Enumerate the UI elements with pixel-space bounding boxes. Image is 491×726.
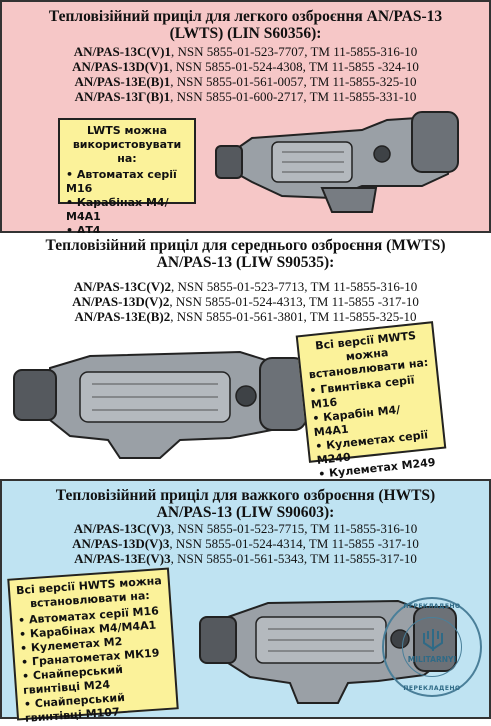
model-details: , NSN 5855-01-524-4308, TM 11-5855 -324-… [169,59,419,74]
model-details: , NSN 5855-01-561-5343, TM 11-5855-317-1… [170,551,417,566]
model-name: AN/PAS-13D(V)2 [72,294,170,309]
model-details: , NSN 5855-01-600-2717, TM 11-5855-331-1… [170,89,417,104]
mwts-compat-note: Всі версії MWTS можна встановлювати на: … [295,321,447,480]
stamp-brand-name: MILITARNYI [407,655,457,664]
hwts-title-line2: AN/PAS-13 (LIW S90603): [156,504,335,521]
stamp-inner-ring [402,617,462,677]
model-name: AN/PAS-13E(B)1 [74,74,171,89]
model-details: , NSN 5855-01-523-7715, TM 11-5855-316-1… [170,521,418,536]
hwts-nsn-list: AN/PAS-13C(V)3, NSN 5855-01-523-7715, TM… [2,521,489,566]
hwts-title-line1: Тепловізійний приціл для важкого озброєн… [55,487,436,504]
model-name: AN/PAS-13D(V)1 [72,59,170,74]
model-name: AN/PAS-13D(V)3 [72,536,170,551]
lwts-title: Тепловізійний приціл для легкого озброєн… [2,8,489,42]
mwts-title: Тепловізійний приціл для середнього озбр… [0,237,491,271]
mwts-title-line1: Тепловізійний приціл для середнього озбр… [45,237,446,254]
note-item: Карабінах М4/М4А1 [66,196,188,224]
lwts-nsn-list: AN/PAS-13C(V)1, NSN 5855-01-523-7707, TM… [2,44,489,104]
mwts-section: Тепловізійний приціл для середнього озбр… [0,233,491,480]
nsn-item: AN/PAS-13E(B)1, NSN 5855-01-561-0057, TM… [2,74,489,89]
lwts-section: Тепловізійний приціл для легкого озброєн… [0,0,491,237]
mwts-scope-illustration [13,350,307,459]
model-details: , NSN 5855-01-523-7707, TM 11-5855-316-1… [170,44,418,59]
nsn-item: AN/PAS-13C(V)2, NSN 5855-01-523-7713, TM… [0,279,491,294]
nsn-item: AN/PAS-13D(V)3, NSN 5855-01-524-4314, TM… [2,536,489,551]
model-details: , NSN 5855-01-561-3801, TM 11-5855-325-1… [170,309,417,324]
translation-stamp: ПЕРЕКЛАДЕНО MILITARNYI ПЕРЕКЛАДЕНО [382,597,482,697]
nsn-item: AN/PAS-13E(B)2, NSN 5855-01-561-3801, TM… [0,309,491,324]
nsn-item: AN/PAS-13D(V)1, NSN 5855-01-524-4308, TM… [2,59,489,74]
note-intro: LWTS можна використовувати на: [72,124,182,165]
mwts-title-line2: AN/PAS-13 (LIW S90535): [156,254,335,271]
model-name: AN/PAS-13E(B)2 [74,309,171,324]
trident-emblem-icon [423,629,443,651]
model-details: , NSN 5855-01-524-4314, TM 11-5855 -317-… [169,536,419,551]
hwts-compat-note: Всі версії HWTS можна встановлювати на: … [7,567,179,725]
lwts-scope-illustration [215,111,459,213]
model-name: AN/PAS-13C(V)2 [73,279,171,294]
lwts-compat-note: LWTS можна використовувати на: Автоматах… [58,118,196,237]
model-name: AN/PAS-13C(V)1 [73,44,171,59]
lwts-title-line2: (LWTS) (LIN S60356): [169,25,322,42]
note-item: Автоматах серії М16 [66,168,188,196]
note-list: Автоматах серії М16 Карабінах М4/М4А1 Ку… [18,604,171,726]
model-details: , NSN 5855-01-561-0057, TM 11-5855-325-1… [170,74,417,89]
model-name: AN/PAS-13Г(B)1 [74,89,171,104]
hwts-title: Тепловізійний приціл для важкого озброєн… [2,487,489,521]
lwts-title-line1: Тепловізійний приціл для легкого озброєн… [48,8,443,25]
model-details: , NSN 5855-01-523-7713, TM 11-5855-316-1… [170,279,418,294]
note-list: Гвинтівка серії М16 Карабін М4/М4А1 Куле… [309,372,441,482]
nsn-item: AN/PAS-13C(V)3, NSN 5855-01-523-7715, TM… [2,521,489,536]
hwts-section: Тепловізійний приціл для важкого озброєн… [0,479,491,725]
mwts-nsn-list: AN/PAS-13C(V)2, NSN 5855-01-523-7713, TM… [0,279,491,324]
nsn-item: AN/PAS-13Г(B)1, NSN 5855-01-600-2717, TM… [2,89,489,104]
stamp-ring-top-text: ПЕРЕКЛАДЕНО [403,603,461,610]
nsn-item: AN/PAS-13C(V)1, NSN 5855-01-523-7707, TM… [2,44,489,59]
model-details: , NSN 5855-01-524-4313, TM 11-5855 -317-… [169,294,419,309]
nsn-item: AN/PAS-13E(V)3, NSN 5855-01-561-5343, TM… [2,551,489,566]
model-name: AN/PAS-13E(V)3 [74,551,171,566]
stamp-ring-bottom-text: ПЕРЕКЛАДЕНО [403,685,461,692]
model-name: AN/PAS-13C(V)3 [73,521,171,536]
note-list: Автоматах серії М16 Карабінах М4/М4А1 АТ… [66,168,188,238]
nsn-item: AN/PAS-13D(V)2, NSN 5855-01-524-4313, TM… [0,294,491,309]
